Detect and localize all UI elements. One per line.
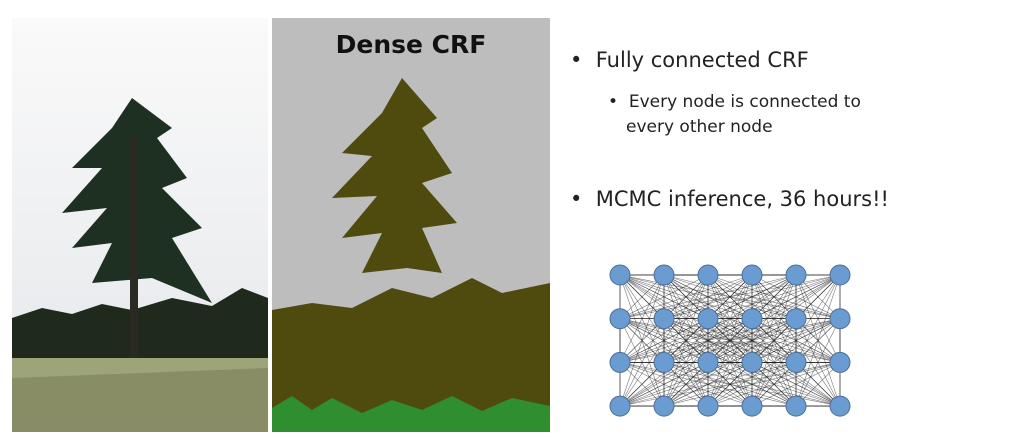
- graph-edge: [619, 362, 709, 407]
- bullet-1: • Fully connected CRF: [570, 48, 809, 72]
- sub-bullet-line-2: every other node: [626, 117, 773, 137]
- graph-edge: [619, 274, 753, 319]
- graph-node: [785, 308, 807, 330]
- graph-node: [741, 264, 763, 286]
- graph-node: [785, 351, 807, 373]
- graph-node: [829, 264, 851, 286]
- graph-edge: [707, 362, 841, 407]
- graph-node: [697, 351, 719, 373]
- graph-node: [741, 308, 763, 330]
- graph-node: [609, 351, 631, 373]
- dense-crf-segmentation: [272, 18, 550, 432]
- panel-title: Dense CRF: [335, 30, 487, 59]
- graph-node: [829, 351, 851, 373]
- graph-node: [741, 351, 763, 373]
- tree-photo: [12, 18, 268, 432]
- graph-edge: [663, 362, 841, 407]
- bullet-1-text: Fully connected CRF: [595, 48, 809, 72]
- graph-edge: [619, 362, 753, 407]
- graph-node: [785, 264, 807, 286]
- graph-node: [785, 395, 807, 417]
- graph-edge: [619, 318, 797, 363]
- graph-edge: [619, 362, 797, 407]
- fully-connected-graph: [609, 264, 851, 417]
- graph-edge: [619, 274, 709, 319]
- graph-edge: [619, 318, 753, 363]
- graph-node: [697, 395, 719, 417]
- graph-node: [653, 308, 675, 330]
- graph-node: [653, 351, 675, 373]
- graph-edge: [619, 274, 797, 319]
- graph-edge: [663, 274, 841, 319]
- graph-node: [697, 308, 719, 330]
- graph-node: [609, 308, 631, 330]
- graph-node: [609, 264, 631, 286]
- graph-node: [829, 395, 851, 417]
- graph-node: [741, 395, 763, 417]
- graph-edge: [707, 274, 841, 319]
- graph-node: [653, 395, 675, 417]
- bullet-2-text: MCMC inference, 36 hours!!: [595, 187, 889, 211]
- graph-edge: [707, 318, 841, 363]
- graph-edge: [663, 318, 841, 363]
- graph-edge: [751, 362, 841, 407]
- sub-bullet-line-1: Every node is connected to: [628, 92, 861, 112]
- graph-node: [829, 308, 851, 330]
- bullet-2: • MCMC inference, 36 hours!!: [570, 187, 889, 211]
- graph-node: [653, 264, 675, 286]
- graph-node: [609, 395, 631, 417]
- graph-node: [697, 264, 719, 286]
- sub-bullet: • Every node is connected to: [608, 92, 861, 112]
- graph-edge: [619, 318, 709, 363]
